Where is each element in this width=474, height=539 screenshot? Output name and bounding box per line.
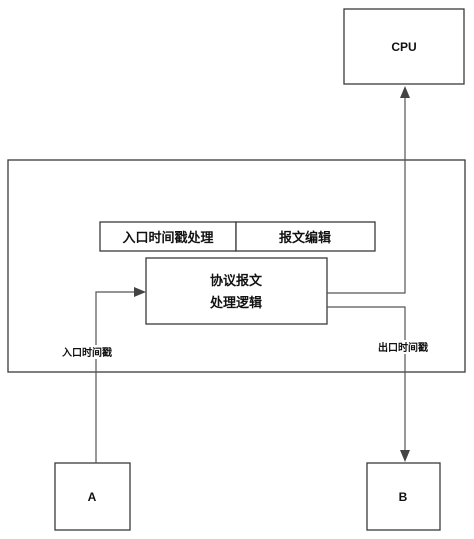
protocol-logic-label-line2: 处理逻辑 [209, 295, 262, 311]
logic-to-b-arrowhead [400, 450, 410, 462]
a-label: A [88, 490, 97, 504]
cpu-box [343, 8, 465, 85]
protocol-logic-box [145, 257, 328, 325]
protocol-logic-label-line1: 协议报文 [210, 273, 263, 289]
ingress-timestamp-edge-label: 入口时间戳 [62, 346, 112, 359]
cpu-label: CPU [391, 40, 416, 54]
logic-to-cpu-arrowhead [400, 86, 410, 98]
a-to-logic-arrowhead [134, 287, 146, 297]
logic-to-cpu-connector [327, 98, 406, 294]
b-box [366, 462, 441, 531]
a-to-logic-connector [95, 291, 136, 463]
ingress-timestamp-processing-label: 入口时间戳处理 [122, 230, 213, 246]
ingress-timestamp-processing-cell [99, 221, 237, 252]
logic-to-b-connector [327, 306, 406, 451]
egress-timestamp-edge-label: 出口时间戳 [378, 341, 428, 354]
a-box [54, 462, 131, 531]
packet-edit-cell [235, 221, 376, 252]
ingress-timestamp-label-bg [56, 345, 118, 359]
packet-edit-label: 报文编辑 [279, 230, 331, 246]
b-label: B [399, 490, 408, 504]
egress-timestamp-label-bg [370, 340, 436, 354]
